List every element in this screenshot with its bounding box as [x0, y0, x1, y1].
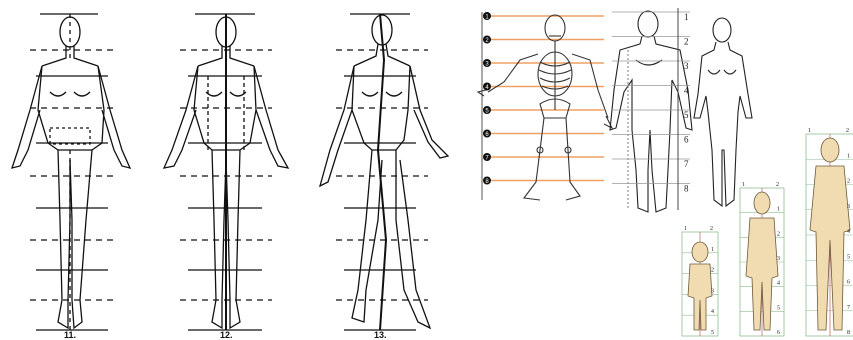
proportion-number: 3	[777, 256, 780, 262]
anatomy-number: 7	[684, 159, 689, 169]
proportion-number: 1	[711, 247, 714, 253]
proportion-number: 5	[847, 254, 850, 260]
anatomy-number: 3	[684, 61, 689, 71]
proportion-number: 4	[711, 309, 714, 315]
anatomy-number: 5	[684, 110, 689, 120]
fashion-figure-12	[164, 14, 288, 330]
proportion-number: 2	[847, 179, 850, 185]
fashion-figure-11	[12, 14, 130, 330]
figure-12-label: 12.	[220, 330, 233, 340]
anatomy-number: 1	[684, 12, 689, 22]
adult-figure: 1 2 3 4 5 6 7 8 1 2	[806, 128, 853, 336]
proportion-number: 8	[847, 330, 850, 336]
proportion-top-mark: 2	[846, 128, 849, 134]
proportion-top-mark: 2	[710, 226, 713, 232]
proportion-number: 4	[847, 229, 850, 235]
figure-11-label: 11.	[64, 330, 76, 340]
proportion-top-mark: 1	[808, 128, 811, 134]
anatomy-number: 4	[684, 86, 689, 96]
proportion-number: 1	[777, 207, 780, 213]
proportion-top-mark: 1	[742, 182, 745, 188]
proportion-number: 2	[777, 231, 780, 237]
small-child-figure: 1 2 3 4 5 1 2	[682, 226, 718, 336]
proportion-number: 3	[847, 204, 850, 210]
proportion-number: 1	[847, 153, 850, 159]
proportion-number: 6	[847, 280, 850, 286]
children-chart: 1 2 3 4 5 1 2 1 2 3 4 5 6 1 2 1 2 3 4 5 6 7 8 1 2	[682, 128, 853, 336]
anatomy-number: 2	[684, 37, 689, 47]
proportion-number: 7	[847, 305, 850, 311]
medium-child-figure: 1 2 3 4 5 6 1 2	[740, 182, 784, 336]
figure-13-label: 13.	[374, 330, 387, 340]
proportion-top-mark: 1	[684, 226, 687, 232]
proportion-top-mark: 2	[776, 182, 779, 188]
proportion-number: 5	[711, 330, 714, 336]
proportion-number: 5	[777, 305, 780, 311]
anatomy-number: 6	[684, 135, 689, 145]
fashion-figure-13	[320, 14, 448, 330]
proportion-number: 4	[777, 281, 780, 287]
proportion-number: 2	[711, 268, 714, 274]
proportion-number: 6	[777, 330, 780, 336]
anatomy-number: 8	[684, 184, 689, 194]
anatomy-chart: 1 2 3 4 5 6 7 8	[610, 8, 752, 212]
proportion-number: 3	[711, 288, 714, 294]
